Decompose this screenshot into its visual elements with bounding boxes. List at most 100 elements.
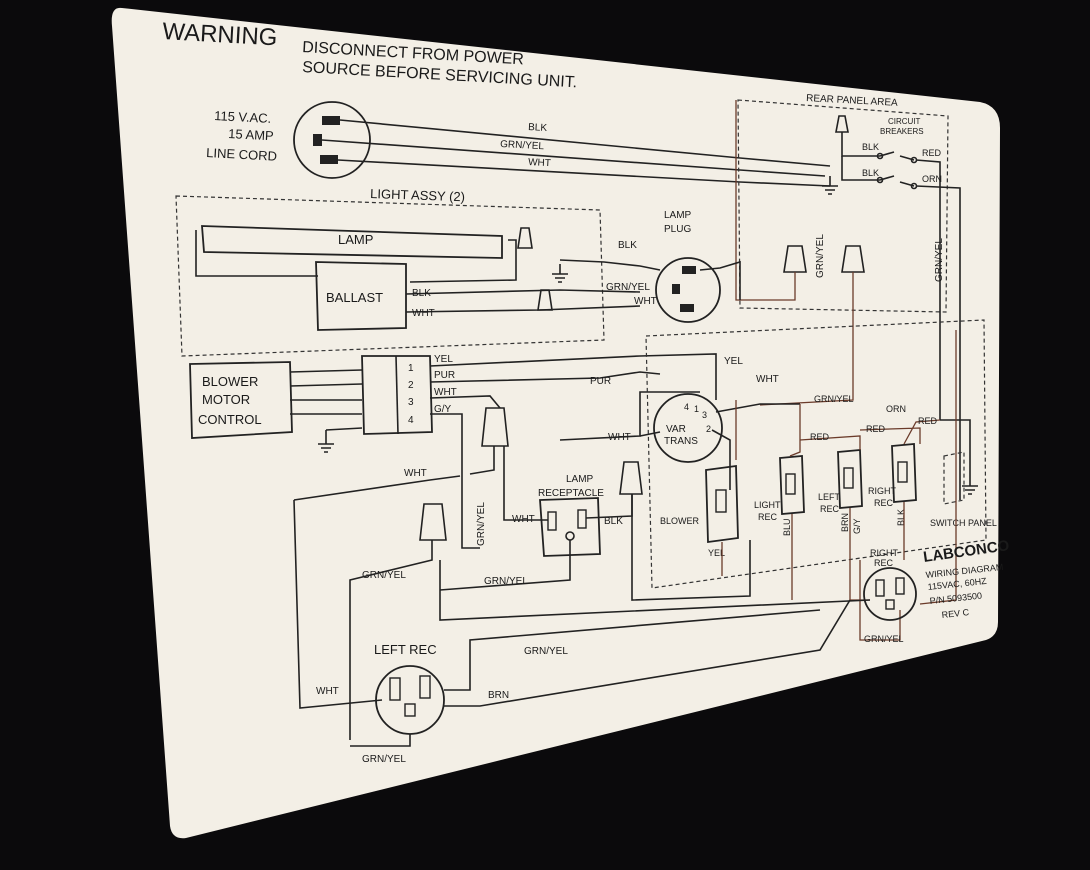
tb-pin-1: 1 bbox=[408, 363, 414, 374]
circuit-breakers-label-1: CIRCUIT bbox=[888, 117, 921, 126]
wire-label-blu: BLU bbox=[782, 518, 792, 536]
terminal-block bbox=[361, 355, 433, 435]
var-trans-pin-4: 4 bbox=[684, 402, 689, 412]
switch-light-rec-label-2: REC bbox=[758, 512, 778, 522]
lamp-tube bbox=[201, 225, 503, 259]
lamp-plug-label-1: LAMP bbox=[664, 210, 692, 221]
line-cord-label-1: 115 V.AC. bbox=[214, 108, 272, 126]
wire-label-pur-mid: PUR bbox=[590, 376, 611, 387]
wire-label-grnyel-sw: GRN/YEL bbox=[814, 394, 854, 404]
wire-label-grnyel-lower: GRN/YEL bbox=[524, 646, 568, 657]
blower-switch bbox=[705, 464, 739, 544]
circuit-breakers-label-2: BREAKERS bbox=[880, 127, 924, 136]
wire-label-red-1: RED bbox=[810, 432, 830, 442]
wire-label-wht-mid1: WHT bbox=[756, 374, 779, 385]
wire-label-yel-mid: YEL bbox=[724, 356, 743, 367]
lamp-label: LAMP bbox=[338, 232, 373, 247]
wire-label-orn-cb2: ORN bbox=[922, 174, 942, 184]
wire-label-red-2: RED bbox=[866, 424, 886, 434]
wire-label-gy-tb: G/Y bbox=[434, 404, 452, 415]
lamp-plug-label-2: PLUG bbox=[664, 224, 691, 235]
ground-icon bbox=[318, 430, 334, 453]
ground-icon bbox=[552, 264, 568, 283]
wire-label-grnyel-bottom: GRN/YEL bbox=[362, 754, 406, 765]
wire-label-red-3: RED bbox=[918, 416, 938, 426]
wire-label-pur-tb: PUR bbox=[434, 370, 455, 381]
wire-label-grnyel-cord: GRN/YEL bbox=[500, 139, 545, 152]
wire-label-grnyel-left: GRN/YEL bbox=[362, 570, 406, 581]
wire-label-blk-cb1: BLK bbox=[862, 142, 879, 152]
blower-motor-control-label-3: CONTROL bbox=[198, 412, 262, 427]
line-cord-label-3: LINE CORD bbox=[206, 145, 277, 164]
lamp-receptacle-label-1: LAMP bbox=[566, 474, 594, 485]
right-receptacle bbox=[863, 567, 917, 621]
right-rec-label-1: RIGHT bbox=[870, 548, 899, 558]
tb-pin-4: 4 bbox=[408, 415, 414, 426]
var-trans-label-2: TRANS bbox=[664, 436, 698, 447]
wire-label-wht-left: WHT bbox=[404, 468, 427, 479]
wire-label-wht-ballast: WHT bbox=[412, 308, 435, 319]
ground-icon bbox=[962, 440, 978, 495]
ballast bbox=[315, 261, 407, 331]
switch-left-rec-label-2: REC bbox=[820, 504, 840, 514]
switch-panel-label: SWITCH PANEL bbox=[930, 518, 997, 528]
brand-line-4: REV C bbox=[941, 607, 970, 620]
wire-label-blk-cord: BLK bbox=[528, 122, 548, 134]
wire-label-grnyel-rear: GRN/YEL bbox=[815, 234, 826, 278]
lamp-plug bbox=[655, 257, 721, 323]
wire-label-wht-left-rec: WHT bbox=[316, 686, 339, 697]
switch-right-rec-label-1: RIGHT bbox=[868, 486, 897, 496]
wire-label-wht-tb: WHT bbox=[434, 387, 457, 398]
wire-label-brn-sw: BRN bbox=[840, 513, 850, 532]
switch-blower-label: BLOWER bbox=[660, 516, 700, 526]
wire-label-yel-blower: YEL bbox=[708, 548, 725, 558]
wire-label-grnyel-right-rec: GRN/YEL bbox=[864, 634, 904, 644]
wire-label-wht-lamp-plug: WHT bbox=[634, 296, 657, 307]
light-assy-area bbox=[175, 195, 605, 357]
line-cord-label-2: 15 AMP bbox=[228, 126, 274, 143]
light-assy-title: LIGHT ASSY (2) bbox=[370, 186, 465, 204]
lamp-receptacle-label-2: RECEPTACLE bbox=[538, 488, 604, 499]
right-rec-switch bbox=[891, 443, 917, 503]
variable-transformer bbox=[653, 393, 723, 463]
switch-right-rec-label-2: REC bbox=[874, 498, 894, 508]
wire-label-orn-sw: ORN bbox=[886, 404, 906, 414]
wire-label-wht-cord: WHT bbox=[528, 157, 551, 169]
switch-left-rec-label-1: LEFT bbox=[818, 492, 841, 502]
wire-label-blk-lamp-plug: BLK bbox=[618, 240, 637, 251]
right-rec-label-2: REC bbox=[874, 558, 894, 568]
var-trans-pin-2: 2 bbox=[706, 424, 711, 434]
label-card bbox=[111, 7, 1000, 839]
wire-label-blk-sw: BLK bbox=[896, 509, 906, 526]
tb-pin-3: 3 bbox=[408, 397, 414, 408]
blower-motor-control bbox=[189, 361, 293, 439]
light-rec-switch bbox=[779, 455, 805, 515]
wire-label-grnyel-rear-right: GRN/YEL bbox=[934, 238, 945, 282]
rear-panel-title: REAR PANEL AREA bbox=[806, 93, 898, 109]
left-rec-label: LEFT REC bbox=[374, 642, 437, 657]
var-trans-pin-3: 3 bbox=[702, 410, 707, 420]
ballast-label: BALLAST bbox=[326, 290, 383, 305]
ground-icon bbox=[822, 176, 838, 195]
left-rec-switch bbox=[837, 449, 863, 509]
wire-label-grnyel-vert: GRN/YEL bbox=[476, 502, 487, 546]
wire-label-blk-cb2: BLK bbox=[862, 168, 879, 178]
wire-label-yel-tb: YEL bbox=[434, 354, 453, 365]
tb-pin-2: 2 bbox=[408, 380, 414, 391]
line-cord-plug bbox=[293, 101, 371, 179]
blower-motor-control-label-1: BLOWER bbox=[202, 374, 258, 389]
wire-label-blk-ballast: BLK bbox=[412, 288, 431, 299]
switch-light-rec-label-1: LIGHT bbox=[754, 500, 781, 510]
wire-label-gy-sw: G/Y bbox=[852, 518, 862, 534]
warning-title: WARNING bbox=[162, 18, 278, 51]
wire-label-red-cb1: RED bbox=[922, 148, 942, 158]
var-trans-label-1: VAR bbox=[666, 424, 686, 435]
wire-label-brn-bottom: BRN bbox=[488, 690, 509, 701]
blower-motor-control-label-2: MOTOR bbox=[202, 392, 250, 407]
wire-label-grnyel-mid: GRN/YEL bbox=[484, 576, 528, 587]
var-trans-pin-1: 1 bbox=[694, 404, 699, 414]
rear-panel-area bbox=[737, 99, 949, 313]
wire-label-blk-lamp-rec: BLK bbox=[604, 516, 623, 527]
switch-panel-area bbox=[645, 319, 987, 589]
